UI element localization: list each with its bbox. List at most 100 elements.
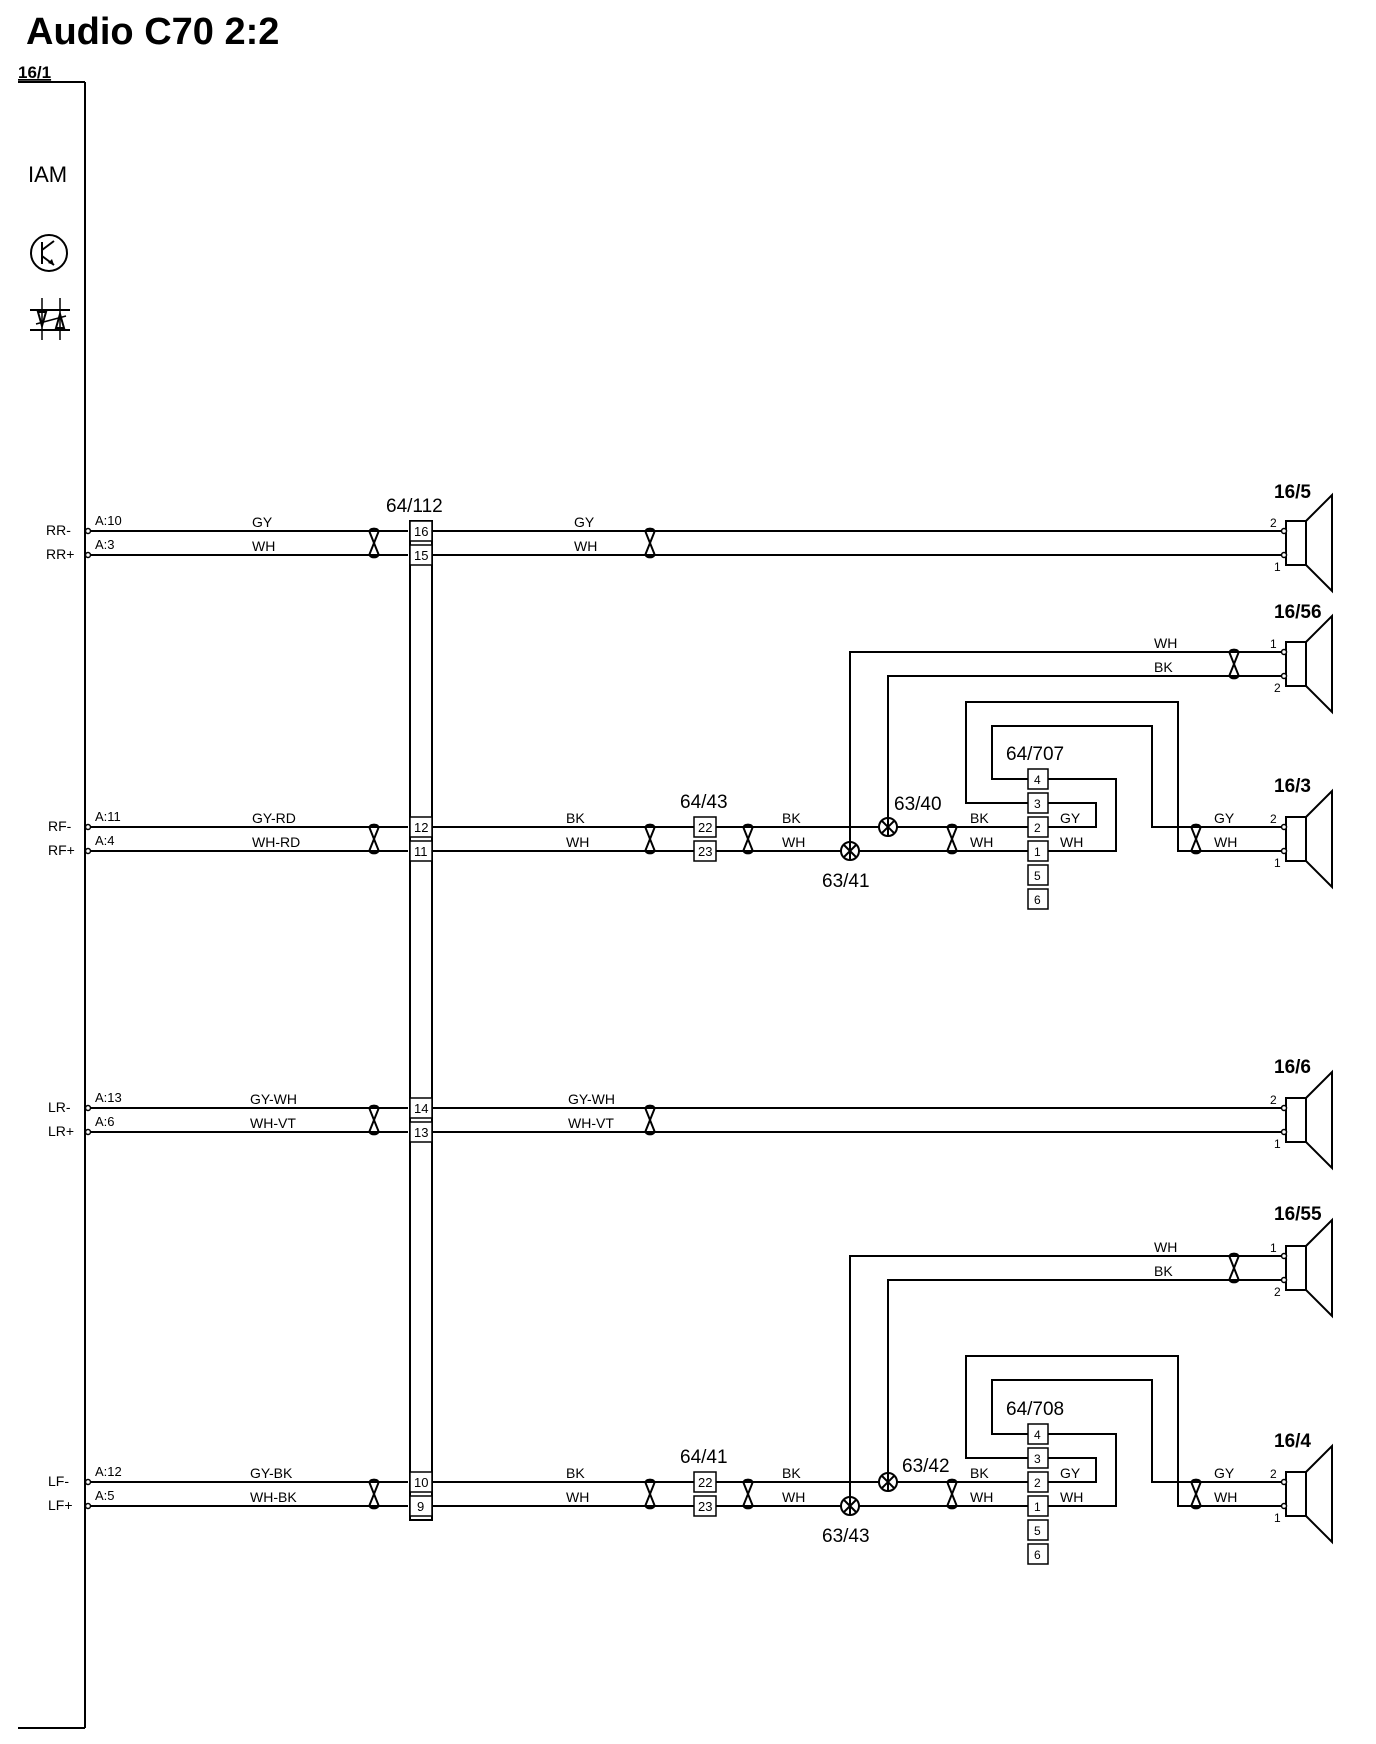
wire-color-label: BK bbox=[566, 810, 585, 826]
connector-pin: 16 bbox=[414, 524, 428, 539]
wire-color-label: WH bbox=[1154, 635, 1177, 651]
speaker-pin: 2 bbox=[1270, 1093, 1277, 1107]
wire-color-label: GY-WH bbox=[568, 1091, 615, 1107]
wires-module-to-112 bbox=[91, 530, 408, 1507]
connector-pin: 22 bbox=[698, 1475, 712, 1490]
module-pin-label: A:12 bbox=[95, 1464, 122, 1479]
wire-color-label: WH bbox=[1214, 834, 1237, 850]
speaker-icon: 16/5 2 1 bbox=[1270, 482, 1333, 594]
signal-label: RR- bbox=[46, 522, 71, 538]
module-pin-label: A:4 bbox=[95, 833, 115, 848]
wire-color-label: WH bbox=[1214, 1489, 1237, 1505]
wire-color-label: BK bbox=[782, 1465, 801, 1481]
wire-color-label: GY bbox=[1060, 810, 1081, 826]
connector-pin: 5 bbox=[1034, 1524, 1041, 1538]
speaker-pin: 1 bbox=[1270, 637, 1277, 651]
splice-ref: 63/40 bbox=[894, 794, 942, 815]
wire-color-label: WH bbox=[566, 1489, 589, 1505]
connector-pin: 1 bbox=[1034, 845, 1041, 859]
connector-pin: 6 bbox=[1034, 893, 1041, 907]
speaker-pin: 1 bbox=[1274, 856, 1281, 870]
connector-pin: 3 bbox=[1034, 1452, 1041, 1466]
front-right-circuit: 64/43 22 23 63/41 63/40 BK WH BK WH BK W… bbox=[432, 635, 1282, 910]
wire-color-label: WH-BK bbox=[250, 1489, 297, 1505]
speaker-pin: 1 bbox=[1270, 1241, 1277, 1255]
speaker-pin: 2 bbox=[1270, 1467, 1277, 1481]
speaker-ref: 16/6 bbox=[1274, 1057, 1311, 1078]
wire-color-label: WH-VT bbox=[250, 1115, 296, 1131]
signal-label: LF- bbox=[48, 1473, 69, 1489]
wire-color-label: WH bbox=[1060, 1489, 1083, 1505]
wire-color-label: BK bbox=[1154, 659, 1173, 675]
connector-ref: 64/43 bbox=[680, 792, 728, 813]
speaker-ref: 16/3 bbox=[1274, 776, 1311, 797]
speaker-pin: 2 bbox=[1270, 516, 1277, 530]
wire-color-label: WH-VT bbox=[568, 1115, 614, 1131]
wire-color-label: GY bbox=[574, 514, 595, 530]
wire-color-label: WH bbox=[970, 1489, 993, 1505]
module-pin-label: A:6 bbox=[95, 1114, 115, 1129]
speaker-ref: 16/5 bbox=[1274, 482, 1311, 503]
wire-colors-rear: GY WH GY-WH WH-VT bbox=[568, 514, 615, 1131]
speaker-ref: 16/55 bbox=[1274, 1204, 1322, 1225]
splice-icon bbox=[878, 817, 898, 837]
wire-color-label: WH bbox=[574, 538, 597, 554]
connector-pin: 2 bbox=[1034, 821, 1041, 835]
wire-color-label: WH bbox=[970, 834, 993, 850]
connector-pin: 11 bbox=[414, 844, 428, 859]
connector-pin: 2 bbox=[1034, 1476, 1041, 1490]
wire-color-label: WH bbox=[1154, 1239, 1177, 1255]
connector-pin: 9 bbox=[417, 1499, 424, 1514]
speaker-ref: 16/56 bbox=[1274, 602, 1322, 623]
signal-label: LF+ bbox=[48, 1497, 73, 1513]
module-pin-label: A:13 bbox=[95, 1090, 122, 1105]
speaker-pin: 1 bbox=[1274, 1137, 1281, 1151]
wire-color-label: BK bbox=[566, 1465, 585, 1481]
diode-icon bbox=[30, 298, 70, 340]
wire-color-label: WH bbox=[782, 1489, 805, 1505]
speaker-pin: 2 bbox=[1270, 812, 1277, 826]
connector-pin: 4 bbox=[1034, 773, 1041, 787]
splice-icon bbox=[840, 1496, 860, 1516]
wire-color-label: GY-BK bbox=[250, 1465, 293, 1481]
wire-color-label: BK bbox=[970, 1465, 989, 1481]
wire-color-label: BK bbox=[782, 810, 801, 826]
connector-pin: 14 bbox=[414, 1101, 428, 1116]
signal-label: LR- bbox=[48, 1099, 71, 1115]
connector-pin: 5 bbox=[1034, 869, 1041, 883]
connector-pin: 10 bbox=[414, 1475, 428, 1490]
module-pin-label: A:3 bbox=[95, 537, 115, 552]
wire-color-label: GY bbox=[252, 514, 273, 530]
connector-ref: 64/707 bbox=[1006, 744, 1064, 765]
splice-icon bbox=[878, 1472, 898, 1492]
splice-ref: 63/41 bbox=[822, 871, 870, 892]
wire-color-label: GY-RD bbox=[252, 810, 296, 826]
wire-color-label: GY bbox=[1214, 1465, 1235, 1481]
wire-color-label: WH bbox=[1060, 834, 1083, 850]
connector-pin: 3 bbox=[1034, 797, 1041, 811]
signal-label: RF- bbox=[48, 818, 72, 834]
splice-ref: 63/43 bbox=[822, 1526, 870, 1547]
speaker-pin: 1 bbox=[1274, 560, 1281, 574]
speaker-icon: 16/3 2 1 bbox=[1270, 776, 1333, 890]
speaker-icon: 16/6 2 1 bbox=[1270, 1057, 1333, 1171]
wire-color-label: GY bbox=[1060, 1465, 1081, 1481]
wire-color-label: WH bbox=[252, 538, 275, 554]
wire-color-label: WH bbox=[782, 834, 805, 850]
wire-color-label: BK bbox=[970, 810, 989, 826]
connector-pin: 6 bbox=[1034, 1548, 1041, 1562]
wire-color-label: WH-RD bbox=[252, 834, 300, 850]
twisted-pairs-left bbox=[368, 527, 380, 1510]
wire-colors-left: GY WH GY-RD WH-RD GY-WH WH-VT GY-BK WH-B… bbox=[250, 514, 300, 1505]
signal-label: RF+ bbox=[48, 842, 75, 858]
speaker-ref: 16/4 bbox=[1274, 1431, 1311, 1452]
connector-64-112: 64/112 16 15 12 11 14 13 10 9 bbox=[386, 496, 443, 1521]
module-pin-label: A:11 bbox=[95, 809, 121, 824]
wires-rear bbox=[432, 530, 1282, 1133]
connector-ref: 64/708 bbox=[1006, 1399, 1064, 1420]
front-left-circuit: 64/41 22 23 63/43 63/42 BK WH BK WH BK W… bbox=[432, 1239, 1282, 1565]
